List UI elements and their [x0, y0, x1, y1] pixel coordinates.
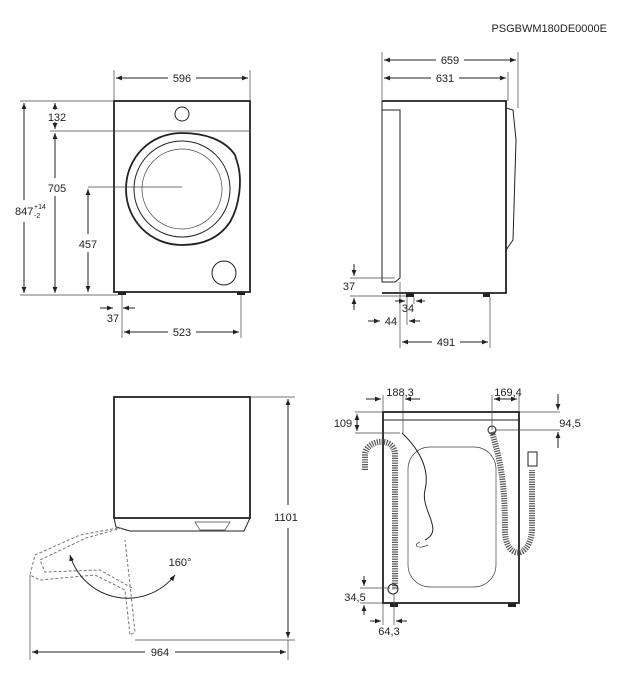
dimension-label: 94,5	[559, 418, 580, 430]
dimension-label: 188,3	[386, 387, 414, 399]
side-view: 659 631 37 34 44 491	[343, 52, 519, 349]
front-view: 596 132 705 847 +14 -2 457 37 523	[15, 70, 251, 339]
dimension-label: 37	[343, 281, 355, 293]
dimension-label: 132	[48, 112, 66, 124]
program-knob	[174, 106, 190, 122]
dimension-label: 596	[173, 73, 191, 85]
dimension-label: 523	[173, 327, 191, 339]
door-open-view: 160° 1101 964	[29, 396, 298, 660]
dimension-label: 659	[441, 55, 459, 67]
dimension-label: 964	[151, 647, 169, 659]
dimension-label: -2	[34, 213, 40, 220]
dimension-label: 109	[334, 418, 352, 430]
dimension-label: 44	[385, 316, 397, 328]
dimension-label: 34,5	[344, 592, 365, 604]
dimension-label: 64,3	[378, 626, 399, 638]
dimension-label: 37	[107, 313, 119, 325]
dimension-label: 160°	[169, 557, 192, 569]
model-code: PSGBWM180DE0000E	[491, 23, 607, 35]
dimension-label: 34	[402, 303, 414, 315]
dimension-label: +14	[34, 204, 46, 211]
dimension-label: 705	[48, 183, 66, 195]
dimension-label: 169,4	[494, 387, 522, 399]
inlet-hose	[489, 431, 535, 556]
dimension-label: 631	[436, 73, 454, 85]
door-outline	[125, 132, 241, 246]
filter-hatch	[211, 260, 237, 286]
dimension-label: 457	[79, 239, 97, 251]
rear-view: 188,3 169,4 109 94,5 34,5 64,3	[334, 387, 581, 638]
dimension-label: 1101	[274, 512, 298, 524]
dimension-label: 491	[437, 337, 455, 349]
dimension-label: 847	[15, 206, 33, 218]
power-cord	[401, 432, 434, 541]
drain-hose	[362, 438, 398, 590]
